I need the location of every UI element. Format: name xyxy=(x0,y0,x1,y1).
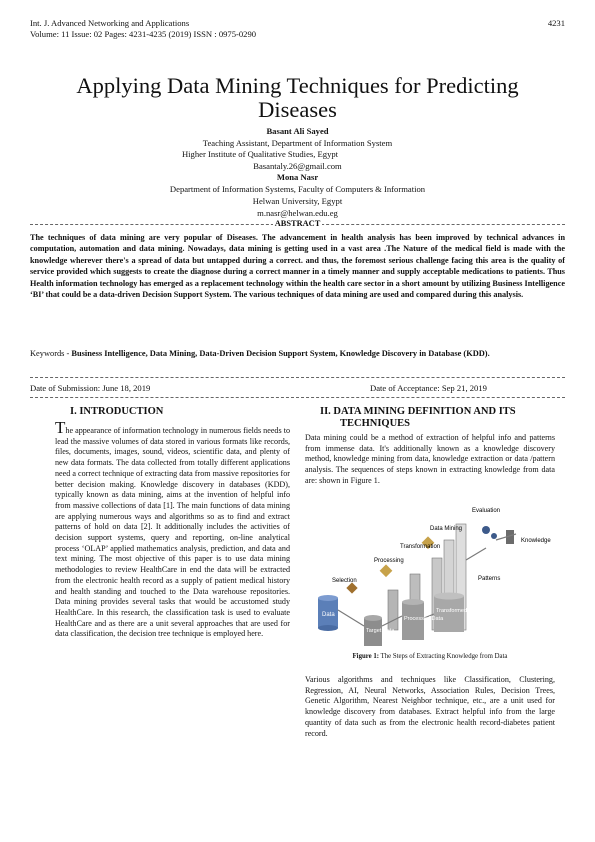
figure-caption-text: The Steps of Extracting Knowledge from D… xyxy=(379,653,508,660)
section2-heading-line1: II. DATA MINING DEFINITION AND ITS xyxy=(320,406,516,417)
figure-caption: Figure 1: The Steps of Extracting Knowle… xyxy=(305,653,555,660)
date-acceptance: Date of Acceptance: Sep 21, 2019 xyxy=(370,383,487,393)
label-data: Data xyxy=(322,612,335,618)
arrow-5 xyxy=(495,533,517,541)
author2-dept: Department of Information Systems, Facul… xyxy=(169,184,426,194)
abstract-heading: ABSTRACT xyxy=(272,219,323,228)
arrow-1 xyxy=(337,609,365,627)
section1-body: he appearance of information technology … xyxy=(55,426,290,639)
date-submission: Date of Submission: June 18, 2019 xyxy=(30,383,151,393)
title-line-2: Diseases xyxy=(258,97,337,122)
author2-name: Mona Nasr xyxy=(276,172,319,182)
arrow-3 xyxy=(423,613,435,619)
processing-icon xyxy=(379,564,393,578)
title-line-1: Applying Data Mining Techniques for Pred… xyxy=(76,73,519,98)
section1-text: The appearance of information technology… xyxy=(55,419,290,640)
label-knowledge: Knowledge xyxy=(521,538,551,544)
author2-email: m.nasr@helwan.edu.eg xyxy=(257,208,338,218)
section2-text-2: Various algorithms and techniques like C… xyxy=(305,675,555,738)
abstract-text: The techniques of data mining are very p… xyxy=(30,233,565,300)
label-processed-data: Processed Data xyxy=(404,616,444,622)
target-data-cylinder xyxy=(364,615,382,646)
label-selection: Selection xyxy=(332,578,357,584)
keywords-divider xyxy=(30,377,565,378)
section2-heading: II. DATA MINING DEFINITION AND ITS TECHN… xyxy=(320,406,560,430)
journal-name: Int. J. Advanced Networking and Applicat… xyxy=(30,18,190,28)
volume-line: Volume: 11 Issue: 02 Pages: 4231-4235 (2… xyxy=(30,29,257,39)
label-transformation: Transformation xyxy=(400,544,440,550)
label-evaluation: Evaluation xyxy=(472,508,500,514)
processed-data-cylinder xyxy=(402,599,424,640)
label-processing: Processing xyxy=(374,558,404,564)
dates-divider xyxy=(30,397,565,398)
paper-title: Applying Data Mining Techniques for Pred… xyxy=(30,74,565,122)
author1-email: Basantaly.26@gmail.com xyxy=(253,161,342,171)
page-number: 4231 xyxy=(547,18,565,28)
patterns-icon xyxy=(482,526,490,534)
label-data-mining: Data Mining xyxy=(430,526,462,532)
arrow-4 xyxy=(465,547,487,561)
author2-affiliation: Helwan University, Egypt xyxy=(252,196,343,206)
section1-heading: I. INTRODUCTION xyxy=(70,406,164,417)
keywords-text: Business Intelligence, Data Mining, Data… xyxy=(71,349,490,358)
data-cylinder xyxy=(318,595,338,631)
label-transformed-data: Transformed Data xyxy=(436,608,481,614)
label-target-data: Target Data xyxy=(366,628,395,634)
selection-icon xyxy=(346,582,358,594)
knowledge-icon xyxy=(506,530,514,544)
section2-text: Data mining could be a method of extract… xyxy=(305,433,555,485)
author1-affiliation: Higher Institute of Qualitative Studies,… xyxy=(181,149,339,159)
section2-heading-line2: TECHNIQUES xyxy=(340,418,411,429)
keywords: Keywords - Business Intelligence, Data M… xyxy=(30,348,500,359)
figure-caption-label: Figure 1: xyxy=(352,653,380,660)
keywords-label: Keywords - xyxy=(30,349,72,358)
author1-role: Teaching Assistant, Department of Inform… xyxy=(202,138,393,148)
author1-name: Basant Ali Sayed xyxy=(266,126,329,136)
kdd-steps-figure: Evaluation Data Mining Transformation Pr… xyxy=(318,508,551,646)
patterns-icon-2 xyxy=(491,533,497,539)
label-patterns: Patterns xyxy=(478,576,500,582)
bar-selection xyxy=(387,589,399,631)
arrow-2 xyxy=(381,615,403,627)
transformed-data-cylinder xyxy=(434,592,464,632)
dropcap: T xyxy=(55,418,66,437)
